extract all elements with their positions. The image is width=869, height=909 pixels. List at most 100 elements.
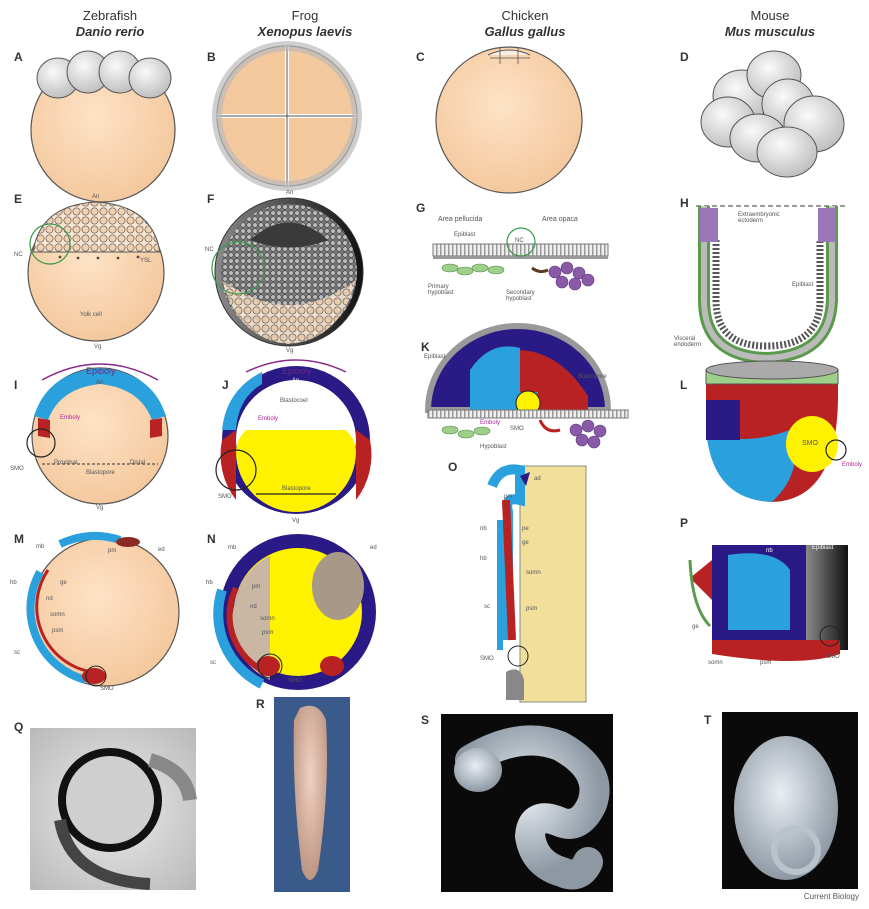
label-h-epiblast: Epiblast [792,282,813,288]
label-m-psm: psm [52,628,63,634]
panel-q-zebrafish-photo [30,728,196,890]
label-p-psm: psm [760,660,771,666]
label-i-smo: SMO [10,466,24,472]
label-i-epiboly: Epiboly [86,366,116,376]
label-f-vg: Vg [286,348,293,354]
label-m-pm: pm [108,548,116,554]
panel-k-chicken-gastrula [428,326,628,448]
label-o-pe: pe [522,526,529,532]
panel-label-s: S [421,713,429,727]
label-n-smo: SMO [288,678,302,684]
label-o-sc: sc [484,604,490,610]
label-p-somn: somn [708,660,723,666]
panel-label-n: N [207,532,216,546]
label-m-mb: mb [36,544,44,550]
label-i-an: An [96,380,103,386]
panel-label-q: Q [14,720,23,734]
label-m-sc: sc [14,650,20,656]
label-k-emboly: Emboly [480,420,500,426]
label-o-hb: hb [480,556,487,562]
label-g-secondary: Secondary hypoblast [506,290,556,302]
panel-e-zebrafish-blastula [28,202,164,341]
panel-label-o: O [448,460,457,474]
panel-label-l: L [680,378,687,392]
label-k-epiblast: Epiblast [424,354,445,360]
label-i-vg: Vg [96,505,103,511]
panel-t-mouse-embryo-photo [722,712,858,889]
panel-p-mouse-somitogenesis [690,545,848,661]
label-f-nc: NC [205,247,214,253]
label-n-nd: nd [250,604,257,610]
label-k-blastopore: Blastopore [578,374,607,380]
label-j-epiboly: Epiboly [282,366,312,376]
label-m-nd: nd [46,596,53,602]
panel-label-c: C [416,50,425,64]
label-m-hb: hb [10,580,17,586]
label-n-ed: ed [370,545,377,551]
label-n-mb: mb [228,545,236,551]
panel-r-frog-tadpole-photo [274,697,350,892]
label-e-an: An [92,194,99,200]
panel-label-k: K [421,340,430,354]
panel-l-mouse-gastrula [706,361,846,502]
label-i-emboly: Emboly [60,415,80,421]
label-g-opaca: Area opaca [542,216,578,223]
label-o-smo: SMO [480,656,494,662]
label-g-primary: Primary hypoblast [428,284,468,296]
label-p-nb: nb [766,548,773,554]
label-i-distal: Distal [130,460,145,466]
label-o-psm: psm [526,606,537,612]
label-g-nc: NC [515,238,524,244]
label-k-smo: SMO [510,426,524,432]
panel-label-j: J [222,378,229,392]
label-p-ge: ge [692,624,699,630]
label-i-proximal: Proximal [54,460,77,466]
label-h-extra: Extraembryonic ectoderm [738,212,798,224]
label-l-smo: SMO [802,440,818,447]
panel-label-a: A [14,50,23,64]
label-m-ge: ge [60,580,67,586]
label-o-ad: ad [534,476,541,482]
label-l-emboly: Emboly [842,462,862,468]
panel-h-mouse-egg-cylinder [696,206,845,358]
label-n-psm: psm [262,630,273,636]
label-j-vg: Vg [292,518,299,524]
panel-d-mouse-cleavage [701,51,844,177]
label-o-pm: pm [504,494,512,500]
label-n-pm: pm [252,584,260,590]
label-p-smo: SMO [826,654,840,660]
label-e-yolk: Yolk cell [80,312,102,318]
panel-b-frog-cleavage [217,46,357,186]
panel-s-chicken-embryo-photo [441,714,613,892]
label-e-ysl: YSL [140,258,151,264]
label-n-sc: sc [210,660,216,666]
panel-label-r: R [256,697,265,711]
label-f-an: An [286,190,293,196]
label-j-blastopore: Blastopore [282,486,311,492]
panel-a-zebrafish-cleavage [31,51,175,202]
label-o-ge: ge [522,540,529,546]
label-i-blastopore: Blastopore [86,470,115,476]
journal-credit: Current Biology [804,892,859,901]
panel-label-e: E [14,192,22,206]
label-p-epiblast: Epiblast [812,545,833,551]
label-o-somn: somn [526,570,541,576]
label-g-pellucida: Area pellucida [438,216,482,223]
panel-n-frog-neurula [218,534,376,690]
label-m-somn: somn [50,612,65,618]
label-k-hypoblast: Hypoblast [480,444,507,450]
label-n-somn: somn [260,616,275,622]
label-e-vg: Vg [94,344,101,350]
panel-o-chicken-somitogenesis [492,466,586,702]
panel-f-frog-blastula [212,198,363,346]
panel-label-d: D [680,50,689,64]
label-e-nc: NC [14,252,23,258]
panel-label-m: M [14,532,24,546]
panel-m-zebrafish-somitogenesis [30,536,179,686]
label-j-an: An [292,378,299,384]
panel-label-t: T [704,713,711,727]
label-j-smo: SMO [218,494,232,500]
panel-c-chicken-cleavage [436,47,582,193]
panel-label-h: H [680,196,689,210]
